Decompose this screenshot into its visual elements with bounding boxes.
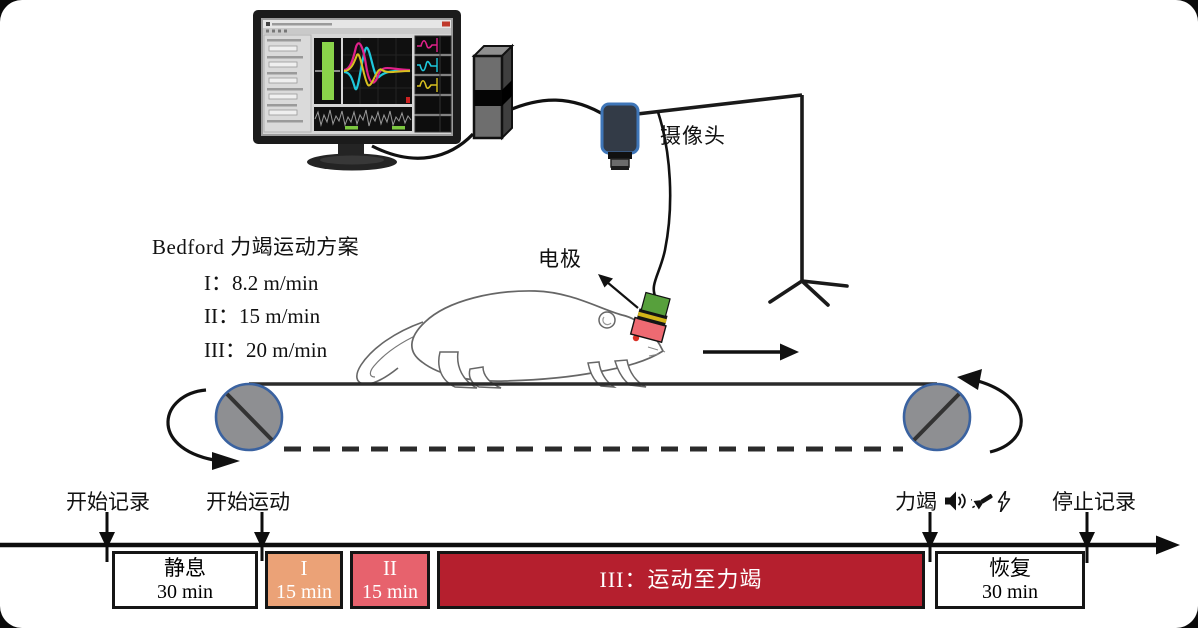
green-stim-bar: [322, 42, 334, 100]
protocol-block: Bedford 力竭运动方案 I：8.2 m/min II：15 m/min I…: [152, 237, 359, 363]
headstage-yellow-stripe: [637, 311, 667, 324]
strip-chart: [314, 107, 412, 131]
event-marker-green: [345, 126, 358, 130]
event-label-exhaustion: 力竭: [895, 486, 1011, 516]
rat-tail: [356, 321, 424, 385]
channel-trace-magenta: [417, 39, 437, 49]
electrode-pointer-arrow: [598, 274, 639, 309]
camera-lens: [610, 158, 630, 168]
rat-hind-leg: [438, 351, 478, 389]
monitor: [253, 10, 461, 171]
rat-body: [411, 290, 665, 382]
protocol-stage-3: III：20 m/min: [204, 337, 328, 362]
rat-front-leg: [587, 361, 617, 388]
window-toolbar: [263, 28, 451, 34]
stimulus-icons: [945, 490, 1011, 512]
monitor-stand: [307, 144, 397, 171]
direction-arrow: [703, 343, 799, 361]
cable-tower-to-camera: [504, 98, 607, 118]
window-titlebar: [263, 20, 451, 28]
camera-body: [600, 102, 640, 155]
headstage-electrode: [629, 291, 671, 344]
event-arrow-stop-recording: [1079, 512, 1095, 563]
camera-label: 摄像头: [660, 124, 726, 148]
rat-ear: [598, 311, 616, 329]
event-arrow-start-recording: [99, 512, 115, 562]
speaker-icon: [945, 491, 966, 511]
electrode-cable: [652, 111, 672, 299]
rat-front-foot: [614, 359, 647, 388]
channel-plots: [414, 35, 452, 133]
waveform-plot: [343, 38, 412, 104]
rotation-arrow-left: [166, 388, 240, 470]
event-arrow-exhaustion: [922, 512, 938, 562]
protocol-stage-1: I：8.2 m/min: [204, 271, 319, 295]
amplifier-tower: [471, 43, 515, 141]
protocol-title: Bedford 力竭运动方案: [152, 235, 360, 259]
waveform-yellow: [343, 53, 411, 87]
rotation-arrow-right: [957, 369, 1023, 454]
event-arrow-start-exercise: [254, 512, 270, 561]
exhaustion-text: 力竭: [895, 490, 937, 514]
window-close-button[interactable]: [442, 21, 450, 27]
protocol-stage-2: II：15 m/min: [204, 304, 321, 329]
timeline-axis: [0, 512, 1180, 563]
phase-box-stage-ii: II 15 min: [350, 551, 430, 609]
rat: [356, 290, 666, 389]
phase-box-stage-iii-exhaustion: III：运动至力竭: [437, 551, 925, 609]
channel-trace-yellow: [417, 79, 437, 90]
electric-shock-icon: [997, 490, 1011, 512]
headstage-green-band: [640, 291, 671, 318]
phase-box-stage-i: I 15 min: [265, 551, 343, 609]
recording-software-window: [263, 20, 452, 134]
camera-stand: [636, 93, 849, 307]
treadmill: [166, 369, 1023, 470]
waveform-cyan: [343, 46, 411, 91]
event-label-start-recording: 开始记录: [66, 490, 150, 514]
electrode-label: 电极: [538, 247, 582, 271]
event-label-stop-recording: 停止记录: [1052, 490, 1136, 514]
camera-lens-mount: [608, 152, 632, 159]
timeline-arrowhead: [1156, 535, 1180, 555]
camera: [600, 102, 640, 170]
channel-trace-cyan: [417, 60, 437, 72]
waveform-magenta: [343, 42, 411, 84]
event-label-start-exercise: 开始运动: [206, 490, 290, 514]
cable-monitor-to-tower: [371, 132, 475, 160]
phase-box-recovery: 恢复 30 min: [935, 551, 1085, 609]
event-marker-green: [392, 126, 405, 130]
flashlight-icon: [971, 493, 993, 511]
phase-box-rest: 静息 30 min: [112, 551, 258, 609]
emg-noise-trace: [314, 109, 412, 127]
control-panel: [263, 34, 312, 133]
stim-plot: [314, 38, 341, 104]
